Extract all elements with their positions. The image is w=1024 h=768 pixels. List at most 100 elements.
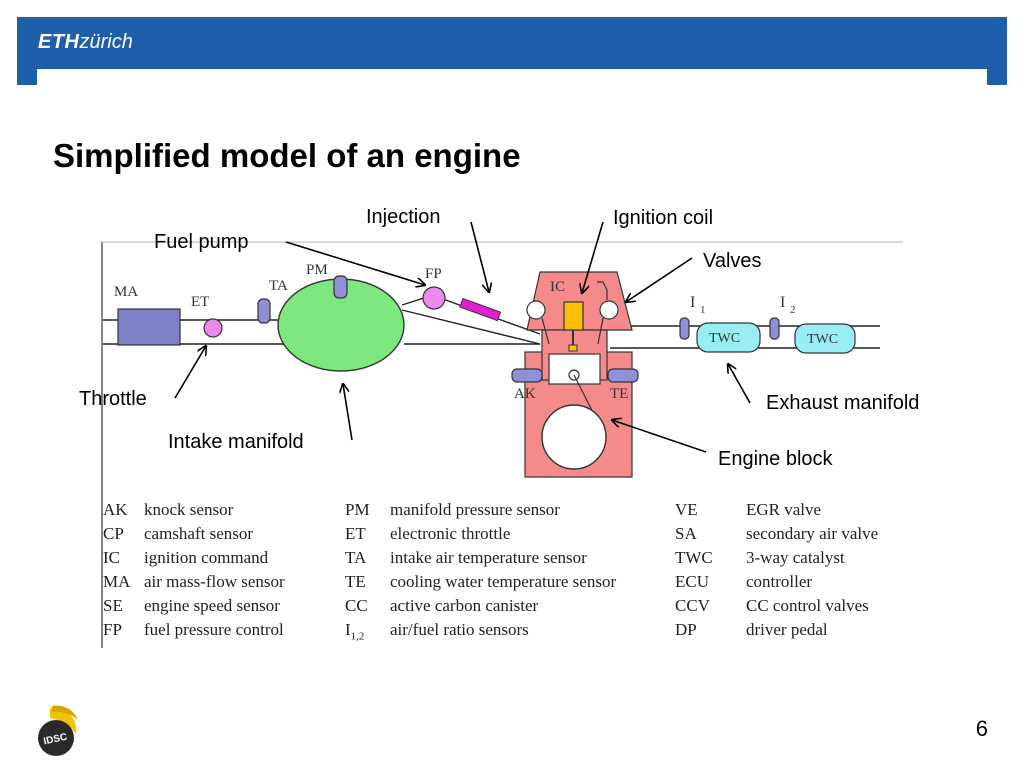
injection-arrow <box>470 221 489 292</box>
legend-desc: air mass-flow sensor <box>144 572 285 591</box>
ma-label: MA <box>114 284 138 300</box>
te-sensor <box>607 368 639 383</box>
fuel-pump-arrow <box>285 241 425 285</box>
page-number: 6 <box>975 716 988 741</box>
legend-abbr: AK <box>103 500 128 519</box>
legend-desc: knock sensor <box>144 500 234 519</box>
fp-label: FP <box>425 266 442 282</box>
legend-desc: controller <box>746 572 813 591</box>
legend-abbr: FP <box>103 620 122 639</box>
callout-intake-manifold: Intake manifold <box>168 431 304 453</box>
pm-label: PM <box>306 262 328 278</box>
legend-abbr: MA <box>103 572 131 591</box>
ic-label: IC <box>550 279 565 295</box>
callout-valves: Valves <box>703 250 762 272</box>
legend-desc: manifold pressure sensor <box>390 500 560 519</box>
legend-desc: 3-way catalyst <box>746 548 845 567</box>
valve-stem-left <box>541 317 550 345</box>
valve-stem-right <box>597 317 604 345</box>
fp-pump-circle <box>422 286 446 310</box>
exhaust-manifold-arrow <box>728 364 751 404</box>
callout-engine-block: Engine block <box>718 448 833 470</box>
ignition-coil-arrow <box>582 221 604 293</box>
intake-pipe-top-2 <box>401 309 541 345</box>
lambda-1-label: I <box>690 294 695 311</box>
ak-label: AK <box>514 386 536 402</box>
legend-desc: cooling water temperature sensor <box>390 572 617 591</box>
ma-sensor-box <box>117 308 181 346</box>
throttle-arrow <box>174 346 206 399</box>
legend-lambda-symbol: I <box>345 620 351 639</box>
legend-desc: EGR valve <box>746 500 822 519</box>
ignition-coil <box>563 301 584 331</box>
header-bar-cutout <box>37 69 987 85</box>
pm-sensor <box>333 275 348 299</box>
legend-desc: intake air temperature sensor <box>390 548 587 567</box>
legend-lambda-sub: 1,2 <box>350 630 365 643</box>
lambda-2-sub: 2 <box>790 304 796 316</box>
idsc-logo-swoosh-shadow <box>52 705 78 720</box>
legend-abbr: TWC <box>675 548 713 567</box>
idsc-logo-disc <box>38 720 74 756</box>
exhaust-valve-spring <box>597 281 608 300</box>
legend-desc: active carbon canister <box>390 596 539 615</box>
callout-throttle: Throttle <box>79 388 147 410</box>
callout-injection: Injection <box>366 206 441 228</box>
legend-desc: air/fuel ratio sensors <box>390 620 529 639</box>
et-throttle-circle <box>203 318 223 338</box>
legend-abbr: ET <box>345 524 366 543</box>
legend-abbr: DP <box>675 620 697 639</box>
te-label: TE <box>610 386 628 402</box>
logo-eth: ETH <box>38 31 80 53</box>
legend-abbr: IC <box>103 548 120 567</box>
legend-desc: driver pedal <box>746 620 828 639</box>
idsc-logo: IDSC <box>38 705 78 756</box>
twc-catalyst-2 <box>794 323 856 354</box>
legend-abbr: VE <box>675 500 698 519</box>
callout-ignition-coil: Ignition coil <box>613 207 714 229</box>
twc-2-label: TWC <box>807 332 838 347</box>
lambda-1-sub: 1 <box>700 304 706 316</box>
legend-desc: electronic throttle <box>390 524 511 543</box>
legend-abbr: SA <box>675 524 697 543</box>
twc-1-label: TWC <box>709 331 740 346</box>
legend-abbr: TA <box>345 548 367 567</box>
crankshaft <box>541 404 607 470</box>
lambda-sensor-2 <box>769 317 780 340</box>
idsc-logo-text: IDSC <box>43 732 69 748</box>
slide-title: Simplified model of an engine <box>53 137 521 174</box>
lambda-2-label: I <box>780 294 785 311</box>
legend-abbr: ECU <box>675 572 709 591</box>
legend-abbr: CC <box>345 596 368 615</box>
legend-abbr: TE <box>345 572 366 591</box>
legend-desc: camshaft sensor <box>144 524 254 543</box>
et-label: ET <box>191 294 209 310</box>
spark-plug-tip <box>568 344 578 352</box>
eth-zurich-logo: ETHzürich <box>38 30 133 54</box>
callout-fuel-pump: Fuel pump <box>154 231 249 253</box>
legend-desc: secondary air valve <box>746 524 879 543</box>
lambda-sensor-1 <box>679 317 690 340</box>
injector <box>459 297 502 322</box>
legend-abbr: CP <box>103 524 124 543</box>
valves-arrow <box>626 257 693 302</box>
ta-sensor <box>257 298 271 324</box>
legend-abbr: I1,2 <box>345 618 364 648</box>
legend-desc: fuel pressure control <box>144 620 284 639</box>
twc-catalyst-1 <box>696 322 761 353</box>
ta-label: TA <box>269 278 288 294</box>
legend-desc: CC control valves <box>746 596 869 615</box>
legend-abbr: CCV <box>675 596 710 615</box>
legend-abbr: SE <box>103 596 123 615</box>
ak-sensor <box>511 368 543 383</box>
intake-valve <box>526 300 546 320</box>
exhaust-valve <box>599 300 619 320</box>
logo-zurich: zürich <box>79 31 133 53</box>
intake-manifold-arrow <box>343 384 353 441</box>
callout-exhaust-manifold: Exhaust manifold <box>766 392 920 414</box>
legend-desc: ignition command <box>144 548 269 567</box>
legend-abbr: PM <box>345 500 370 519</box>
legend-desc: engine speed sensor <box>144 596 280 615</box>
engine-block-arrow <box>612 420 707 453</box>
